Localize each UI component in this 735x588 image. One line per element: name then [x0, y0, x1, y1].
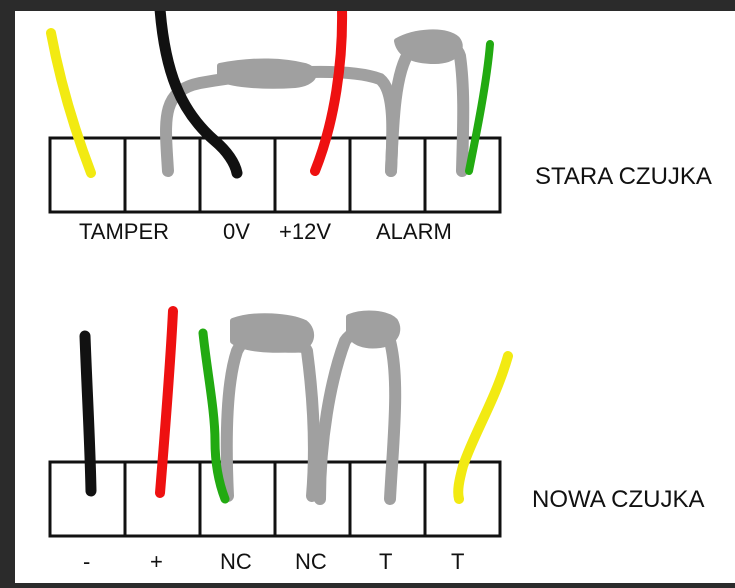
new-yellow-wire: [453, 351, 513, 504]
label-t-2: T: [451, 549, 465, 574]
old-terminal-block: [48, 136, 502, 214]
old-red-wire: [310, 11, 348, 176]
label-12v: +12V: [279, 219, 331, 244]
label-t-1: T: [379, 549, 393, 574]
old-gray-resistor-body: [394, 29, 463, 64]
label-plus: +: [150, 549, 163, 574]
wiring-diagram: [46, 11, 513, 538]
new-wires: [79, 306, 513, 505]
new-detector-title: NOWA CZUJKA: [532, 486, 705, 513]
new-terminal-block: [48, 460, 502, 538]
new-gray-resistor-2: [346, 310, 401, 349]
label-0v: 0V: [223, 219, 250, 244]
old-black-wire: [154, 11, 243, 179]
old-detector-title: STARA CZUJKA: [535, 163, 712, 190]
label-nc-1: NC: [220, 549, 252, 574]
old-green-wire: [465, 40, 494, 175]
new-red-wire: [155, 306, 178, 498]
old-wires: [46, 11, 494, 179]
old-gray-resistor: [217, 58, 317, 89]
label-tamper: TAMPER: [79, 219, 170, 244]
new-green-wire: [198, 328, 230, 504]
new-gray-resistor-1: [230, 313, 315, 353]
new-black-wire: [79, 330, 97, 497]
label-alarm: ALARM: [376, 219, 452, 244]
old-yellow-wire: [46, 28, 96, 178]
diagram-canvas: TAMPER 0V +12V ALARM STARA CZUJKA - + NC…: [15, 11, 735, 583]
label-minus: -: [83, 549, 91, 574]
label-nc-2: NC: [295, 549, 327, 574]
